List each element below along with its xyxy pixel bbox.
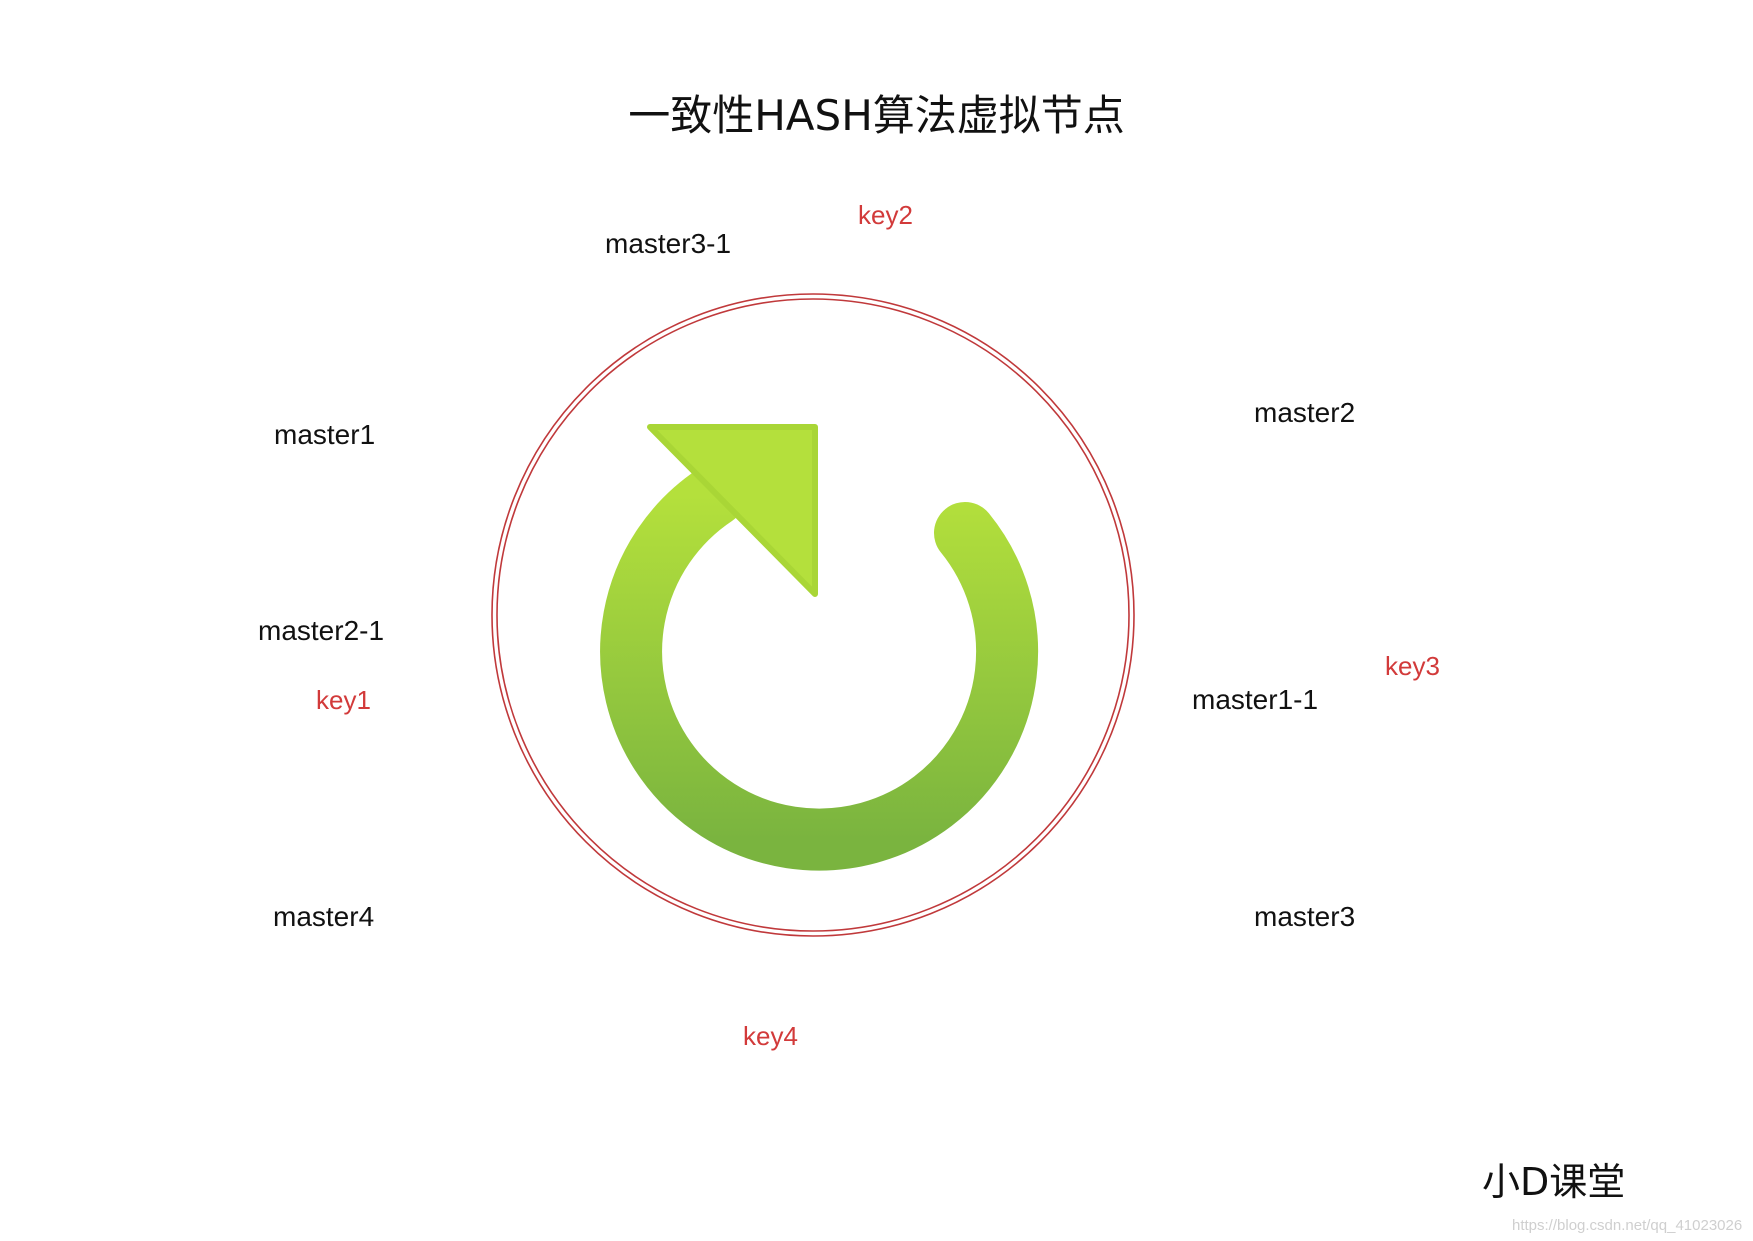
hash-ring-outer bbox=[491, 293, 1135, 937]
hash-ring-inner bbox=[496, 298, 1130, 932]
refresh-arc bbox=[600, 464, 1039, 871]
source-url-watermark: https://blog.csdn.net/qq_41023026 bbox=[1512, 1217, 1743, 1234]
refresh-arrow-head bbox=[647, 424, 818, 597]
key-label-key3: key3 bbox=[1385, 651, 1440, 681]
node-label-master3: master3 bbox=[1254, 901, 1356, 932]
node-label-master1: master1 bbox=[274, 419, 376, 450]
node-label-master3-1: master3-1 bbox=[605, 228, 732, 259]
key-label-key4: key4 bbox=[743, 1021, 798, 1051]
node-label-master4: master4 bbox=[273, 901, 375, 932]
node-label-master1-1: master1-1 bbox=[1192, 684, 1319, 715]
key-label-key2: key2 bbox=[858, 200, 913, 230]
refresh-icon bbox=[600, 424, 1039, 871]
refresh-arc-shine bbox=[698, 629, 958, 760]
node-label-master2-1: master2-1 bbox=[258, 615, 385, 646]
node-label-master2: master2 bbox=[1254, 397, 1356, 428]
diagram-title: 一致性HASH算法虚拟节点 bbox=[628, 91, 1125, 140]
brand-watermark: 小D课堂 bbox=[1482, 1160, 1626, 1204]
key-label-key1: key1 bbox=[316, 685, 371, 715]
